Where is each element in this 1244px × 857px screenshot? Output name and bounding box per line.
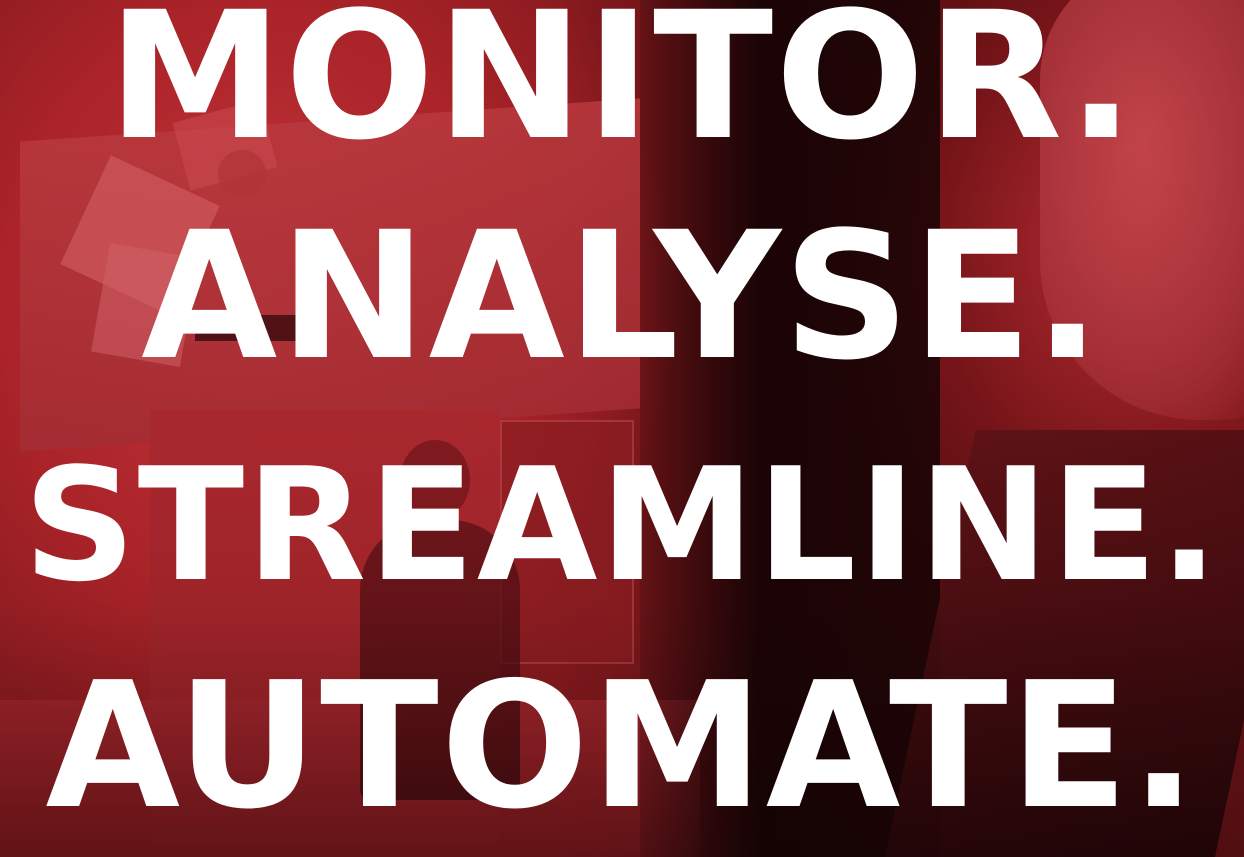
background-person [360,520,520,800]
background-shadow [640,0,940,857]
background-floor [0,700,700,857]
headline-line-automate: AUTOMATE. [45,645,1199,848]
headline-line-analyse: ANALYSE. [141,194,1103,399]
headline-line-monitor: MONITOR. [107,0,1137,179]
background-display [195,315,325,341]
background-disc [218,150,266,198]
background-panel [500,420,634,664]
headline-line-streamline: STREAMLINE. [23,434,1221,616]
background-person-head [400,440,470,520]
background-hand [1040,0,1244,420]
